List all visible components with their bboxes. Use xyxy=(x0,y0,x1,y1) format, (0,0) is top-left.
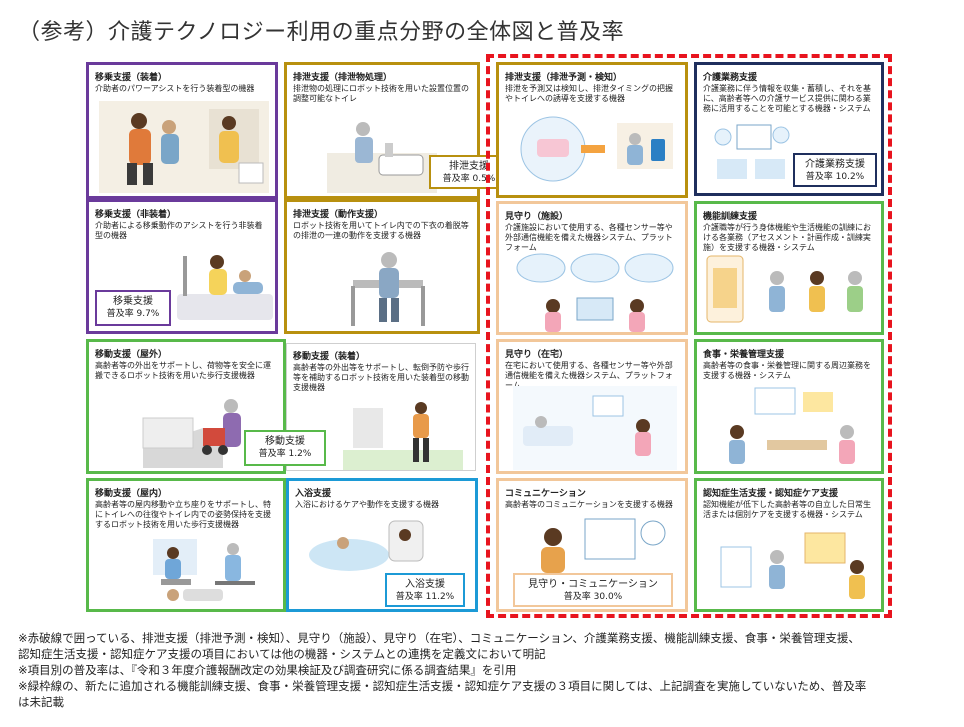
cell-haisetsu-yosoku: 排泄支援（排泄予測・検知） 排泄を予測又は検知し、排泄タイミングの把握やトイレへ… xyxy=(496,62,688,198)
badge-rate: 普及率 9.7% xyxy=(106,309,160,319)
indoor-walker-illustration xyxy=(153,539,255,601)
communication-illustration xyxy=(541,518,666,573)
badge-idou: 移動支援 普及率 1.2% xyxy=(244,430,326,466)
cell-title: 入浴支援 xyxy=(295,489,332,499)
cell-idou-okunai: 移動支援（屋内） 高齢者等の屋内移動や立ち座りをサポートし、特にトイレへの往復や… xyxy=(86,478,286,612)
cell-shokuji: 食事・栄養管理支援 高齢者等の食事・栄養管理に関する周辺業務を支援する機器・シス… xyxy=(694,339,884,474)
cell-haisetsu-dousa: 排泄支援（動作支援） ロボット技術を用いてトイレ内での下衣の着脱等の排泄の一連の… xyxy=(284,199,480,334)
footnote-line: ※赤破線で囲っている、排泄支援（排泄予測・検知）、見守り（施設）、見守り（在宅）… xyxy=(18,631,860,645)
bath-assist-illustration xyxy=(309,520,424,571)
badge-ijou: 移乗支援 普及率 9.7% xyxy=(95,290,171,326)
cell-desc: 排泄を予測又は検知し、排泄タイミングの把握やトイレへの誘導を支援する機器 xyxy=(505,84,673,103)
cell-title: 移乗支援（非装着） xyxy=(95,210,177,220)
cell-haisetsu-shori: 排泄支援（排泄物処理） 排泄物の処理にロボット技術を用いた設置位置の調整可能なト… xyxy=(284,62,509,199)
rehab-training-illustration xyxy=(706,255,863,323)
badge-mimamori: 見守り・コミュニケーション 普及率 30.0% xyxy=(513,573,673,607)
footnote-line: ※緑枠線の、新たに追加される機能訓練支援、食事・栄養管理支援・認知症生活支援・認… xyxy=(18,679,867,693)
footnote-line: は未記載 xyxy=(18,695,64,709)
meal-support-illustration xyxy=(729,387,855,464)
badge-rate: 普及率 10.2% xyxy=(805,172,865,182)
cell-nyuyoku: 入浴支援 入浴におけるケアや動作を支援する機器 入浴支援 普及率 11.2% xyxy=(286,478,478,612)
cell-desc: 排泄物の処理にロボット技術を用いた設置位置の調整可能なトイレ xyxy=(293,84,469,103)
cell-title: 排泄支援（排泄予測・検知） xyxy=(505,73,623,83)
caregiver-assist-illustration xyxy=(99,101,269,193)
cell-desc: 高齢者等の外出等をサポートし、転倒予防や歩行等を補助するロボット技術を用いた装着… xyxy=(293,363,469,392)
cell-title: 移乗支援（装着） xyxy=(95,73,168,83)
transfer-assist-illustration xyxy=(177,255,273,320)
cell-kaigo-gyomu: 介護業務支援 介護業務に伴う情報を収集・蓄積し、それを基に、高齢者等への介護サー… xyxy=(694,62,884,196)
cell-desc: 高齢者等の外出をサポートし、荷物等を安全に運搬できるロボット技術を用いた歩行支援… xyxy=(95,361,271,380)
cell-desc: 認知機能が低下した高齢者等の自立した日常生活または個別ケアを支援する機器・システ… xyxy=(703,500,871,519)
walking-suit-illustration xyxy=(343,402,463,470)
care-records-illustration xyxy=(714,124,790,179)
cell-desc: 介護施設において使用する、各種センサー等や外部通信機能を備えた機器システム、プラ… xyxy=(505,223,673,252)
cell-desc: 高齢者等の食事・栄養管理に関する周辺業務を支援する機器・システム xyxy=(703,361,871,380)
cell-desc: ロボット技術を用いてトイレ内での下衣の着脱等の排泄の一連の動作を支援する機器 xyxy=(293,221,469,240)
cell-title: 排泄支援（動作支援） xyxy=(293,210,384,220)
page-title: （参考）介護テクノロジー利用の重点分野の全体図と普及率 xyxy=(18,20,625,45)
badge-rate: 普及率 30.0% xyxy=(563,592,623,602)
cell-ninchisho: 認知症生活支援・認知症ケア支援 認知機能が低下した高齢者等の自立した日常生活また… xyxy=(694,478,884,612)
dementia-care-illustration xyxy=(720,532,865,599)
cell-desc: 介護業務に伴う情報を収集・蓄積し、それを基に、高齢者等への介護サービス提供に関わ… xyxy=(703,84,871,113)
cell-desc: 入浴におけるケアや動作を支援する機器 xyxy=(295,500,439,509)
facility-monitor-illustration xyxy=(516,253,674,332)
badge-label: 移乗支援 xyxy=(113,296,153,307)
cell-comm: コミュニケーション 高齢者等のコミュニケーションを支援する機器 見守り・コミュニ… xyxy=(496,478,688,612)
badge-kaigo: 介護業務支援 普及率 10.2% xyxy=(793,153,877,187)
badge-nyuyoku: 入浴支援 普及率 11.2% xyxy=(385,573,465,607)
badge-label: 介護業務支援 xyxy=(805,159,865,170)
badge-haisetsu: 排泄支援 普及率 0.5% xyxy=(429,155,509,189)
cell-title: 見守り（施設） xyxy=(505,212,569,222)
cell-desc: 介護職等が行う身体機能や生活機能の訓練における各業務（アセスメント・計画作成・訓… xyxy=(703,223,871,252)
cell-kinou-kunren: 機能訓練支援 介護職等が行う身体機能や生活機能の訓練における各業務（アセスメント… xyxy=(694,201,884,335)
cell-title: 移動支援（装着） xyxy=(293,352,366,362)
badge-label: 移動支援 xyxy=(265,436,305,447)
badge-rate: 普及率 0.5% xyxy=(442,174,496,184)
cell-title: 見守り（在宅） xyxy=(505,350,569,360)
cell-ijou-hisouchaku: 移乗支援（非装着） 介助者による移乗動作のアシストを行う非装着型の機器 移乗支援… xyxy=(86,199,278,334)
cell-title: 食事・栄養管理支援 xyxy=(703,350,785,360)
footnote-line: 認知症生活支援・認知症ケア支援の項目においては他の機器・システムとの連携を定義文… xyxy=(18,647,546,661)
footnotes: ※赤破線で囲っている、排泄支援（排泄予測・検知）、見守り（施設）、見守り（在宅）… xyxy=(18,630,948,710)
cell-desc: 在宅において使用する、各種センサー等や外部通信機能を備えた機器システム、プラット… xyxy=(505,361,673,390)
badge-rate: 普及率 11.2% xyxy=(395,592,455,602)
cell-title: 移動支援（屋内） xyxy=(95,489,168,499)
home-monitor-illustration xyxy=(513,386,677,470)
badge-rate: 普及率 1.2% xyxy=(258,449,312,459)
badge-label: 排泄支援 xyxy=(449,161,489,172)
cell-ijou-souchaku: 移乗支援（装着） 介助者のパワーアシストを行う装着型の機器 xyxy=(86,62,278,199)
cell-title: 機能訓練支援 xyxy=(703,212,758,222)
cell-title: 移動支援（屋外） xyxy=(95,350,168,360)
toilet-illustration xyxy=(327,122,437,193)
footnote-line: ※項目別の普及率は、『令和３年度介護報酬改定の効果検証及び調査研究に係る調査結果… xyxy=(18,663,517,677)
cell-desc: 介助者による移乗動作のアシストを行う非装着型の機器 xyxy=(95,221,263,240)
toilet-assist-illustration xyxy=(351,252,425,326)
cell-desc: 高齢者等のコミュニケーションを支援する機器 xyxy=(505,500,673,509)
cell-mimamori-zaitaku: 見守り（在宅） 在宅において使用する、各種センサー等や外部通信機能を備えた機器シ… xyxy=(496,339,688,474)
cell-title: 認知症生活支援・認知症ケア支援 xyxy=(703,489,839,499)
badge-label: 見守り・コミュニケーション xyxy=(528,579,658,590)
outdoor-walker-illustration xyxy=(142,399,241,468)
cell-mimamori-shisetsu: 見守り（施設） 介護施設において使用する、各種センサー等や外部通信機能を備えた機… xyxy=(496,201,688,335)
cell-desc: 介助者のパワーアシストを行う装着型の機器 xyxy=(95,84,255,93)
cell-title: コミュニケーション xyxy=(505,489,586,499)
cell-title: 排泄支援（排泄物処理） xyxy=(293,73,393,83)
cell-desc: 高齢者等の屋内移動や立ち座りをサポートし、特にトイレへの往復やトイレ内での姿勢保… xyxy=(95,500,271,529)
cell-title: 介護業務支援 xyxy=(703,73,758,83)
excretion-sensor-illustration xyxy=(520,116,673,182)
badge-label: 入浴支援 xyxy=(405,579,445,590)
